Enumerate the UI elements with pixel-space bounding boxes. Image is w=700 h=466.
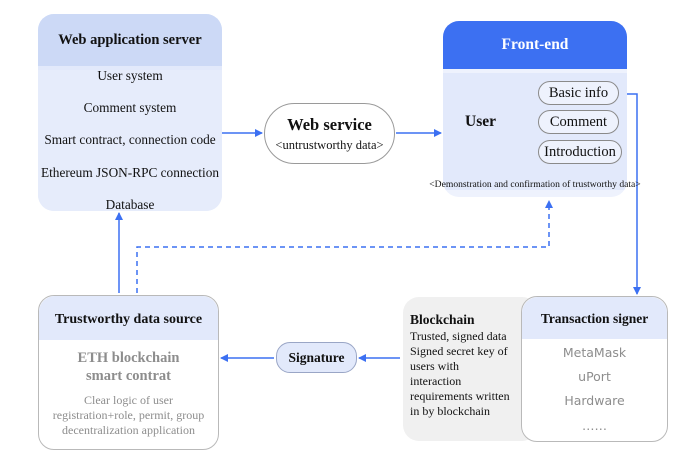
desc-line-1: Clear logic of user [84,393,173,407]
trustworthy-data-source-box: Trustworthy data source ETH blockchain s… [38,295,219,450]
web-application-server-title: Web application server [38,14,222,66]
blockchain-title: Blockchain [410,312,475,327]
transaction-signer-box: Transaction signer [521,296,668,442]
desc-line-3: decentralization application [62,423,195,437]
trustworthy-data-source-description: Clear logic of user registration+role, p… [39,393,218,438]
front-end-box: Front-end [443,21,627,197]
introduction-button[interactable]: Introduction [538,140,622,164]
transaction-signer-title: Transaction signer [522,297,667,339]
web-service-title: Web service [287,115,372,134]
server-item-json-rpc: Ethereum JSON-RPC connection [40,165,219,180]
server-item-smart-contract: Smart contract, connection code [44,132,216,147]
basic-info-button[interactable]: Basic info [538,81,619,105]
front-end-title: Front-end [443,21,627,69]
trustworthy-data-source-subtitle: ETH blockchain smart contrat [39,349,218,385]
front-end-note: <Demonstration and confirmation of trust… [429,179,641,190]
signer-item-more: …… [582,418,607,433]
arrow-source-to-frontend-dashed [136,200,553,293]
trustworthy-data-source-title: Trustworthy data source [39,296,218,340]
web-service-box: Web service <untrustworthy data> [264,103,395,164]
blockchain-desc-line-6: in by blockchain [410,404,490,418]
subtitle-line-1: ETH blockchain [77,350,180,366]
blockchain-desc-line-1: Trusted, signed data [410,329,507,343]
web-application-server-body [38,70,222,211]
server-item-database: Database [105,197,155,211]
server-item-comment-system: Comment system [83,100,177,115]
blockchain-desc-line-5: requirements written [410,389,510,403]
blockchain-desc-line-2: Signed secret key of [410,344,508,358]
subtitle-line-2: smart contrat [86,368,171,384]
blockchain-desc-line-3: users with [410,359,459,373]
blockchain-box [403,297,538,441]
web-application-server-box: Web application server User system Comme… [38,14,222,211]
blockchain-description: Trusted, signed data Signed secret key o… [410,329,522,419]
signer-item-metamask: MetaMask [562,345,627,360]
front-end-user-label: User [465,113,496,130]
desc-line-2: registration+role, permit, group [52,408,205,422]
signature-box: Signature [276,342,357,373]
signer-item-hardware: Hardware [564,393,625,408]
blockchain-desc-line-4: interaction [410,374,462,388]
signer-item-uport: uPort [578,369,611,384]
comment-button[interactable]: Comment [538,110,619,134]
server-item-user-system: User system [97,68,163,83]
web-service-subtitle: <untrustworthy data> [275,138,384,152]
